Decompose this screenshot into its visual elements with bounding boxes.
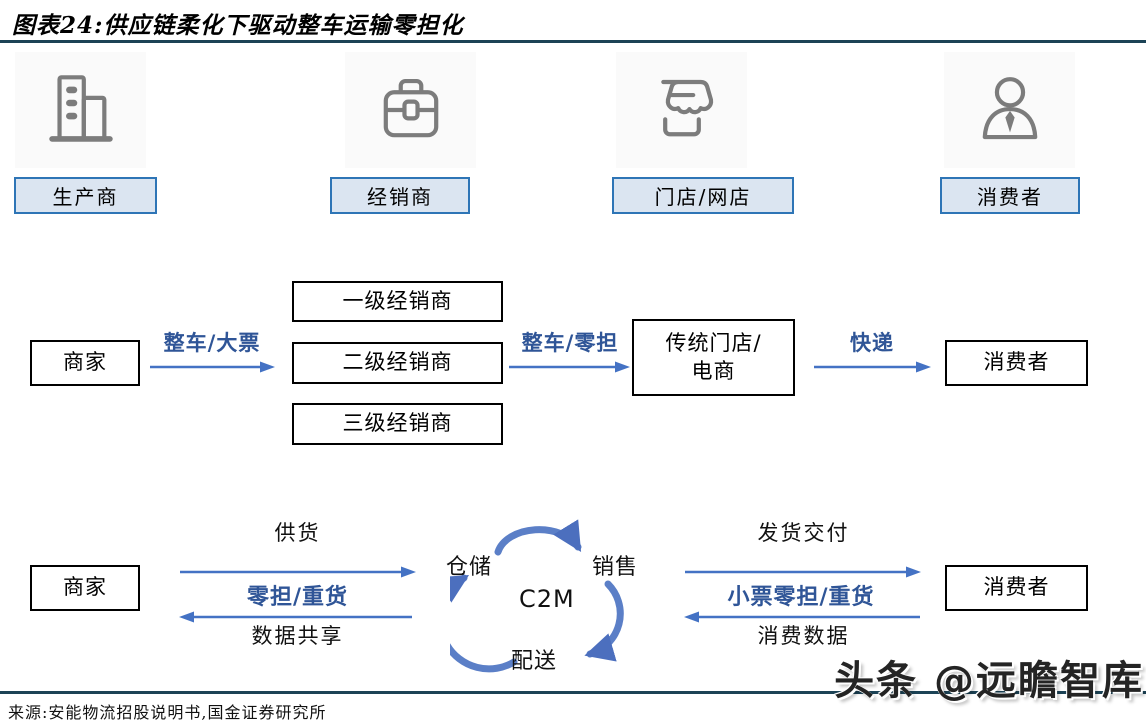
consumer-box-traditional: 消费者 — [945, 340, 1088, 386]
footer-rule — [0, 691, 1146, 694]
entity-label-text: 消费者 — [977, 185, 1043, 209]
arrow-delivery — [685, 566, 921, 578]
entity-card-consumer — [944, 52, 1075, 168]
arrow-supply — [180, 566, 416, 578]
arrow-express — [814, 361, 931, 373]
cycle-dispatch-label: 配送 — [511, 649, 558, 674]
merchant-box-c2m: 商家 — [30, 565, 140, 611]
consumer-person-icon — [982, 77, 1037, 140]
dealer-tier1-box: 一级经销商 — [292, 281, 503, 322]
cycle-sales-label: 销售 — [592, 555, 639, 580]
ltl-heavy-label: 零担/重货 — [246, 585, 349, 610]
store-box-line2: 电商 — [691, 358, 736, 383]
storefront-icon — [660, 79, 713, 137]
entity-card-dealer — [345, 52, 476, 168]
title-rule — [0, 40, 1146, 43]
arrow-ltl-heavy — [179, 611, 412, 623]
watermark: 头条 @远瞻智库 — [834, 658, 1144, 704]
delivery-label: 发货交付 — [757, 521, 850, 545]
arrow-label-truck-ltl: 整车/零担 — [521, 331, 619, 355]
arrow-truck-bigticket — [150, 361, 275, 373]
entity-card-store — [616, 52, 747, 168]
entity-card-producer — [15, 52, 146, 168]
dealer-tier3-box: 三级经销商 — [292, 403, 503, 445]
arrow-label-truck-bigticket: 整车/大票 — [163, 331, 261, 355]
data-sharing-label: 数据共享 — [251, 624, 344, 648]
arrow-label-express: 快递 — [850, 331, 894, 355]
figure-title: 图表24:供应链柔化下驱动整车运输零担化 — [12, 12, 464, 39]
entity-label-dealer: 经销商 — [330, 177, 470, 214]
traditional-store-box: 传统门店/ 电商 — [632, 319, 795, 396]
merchant-box: 商家 — [30, 340, 140, 386]
entity-label-store: 门店/网店 — [612, 177, 794, 214]
briefcase-icon — [383, 78, 438, 138]
c2m-cycle-arrows — [450, 519, 624, 673]
consumption-data-label: 消费数据 — [757, 624, 850, 648]
dealer-tier2-box: 二级经销商 — [292, 342, 503, 384]
small-ltl-heavy-label: 小票零担/重货 — [727, 585, 875, 610]
factory-building-icon — [48, 75, 113, 142]
consumer-box-c2m: 消费者 — [945, 565, 1088, 611]
entity-label-text: 生产商 — [52, 185, 119, 209]
cycle-warehouse-label: 仓储 — [446, 555, 493, 580]
entity-label-producer: 生产商 — [14, 177, 157, 214]
entity-label-text: 门店/网店 — [654, 185, 752, 209]
entity-label-text: 经销商 — [367, 185, 433, 209]
source-note: 来源:安能物流招股说明书,国金证券研究所 — [8, 703, 327, 722]
supply-label: 供货 — [274, 521, 321, 545]
cycle-center-label: C2M — [519, 585, 575, 613]
entity-label-consumer: 消费者 — [940, 177, 1080, 214]
tie-glyph — [1004, 110, 1015, 133]
arrow-consumption-data — [684, 611, 920, 623]
store-box-line1: 传统门店/ — [665, 331, 762, 356]
arrow-truck-ltl — [509, 361, 630, 373]
